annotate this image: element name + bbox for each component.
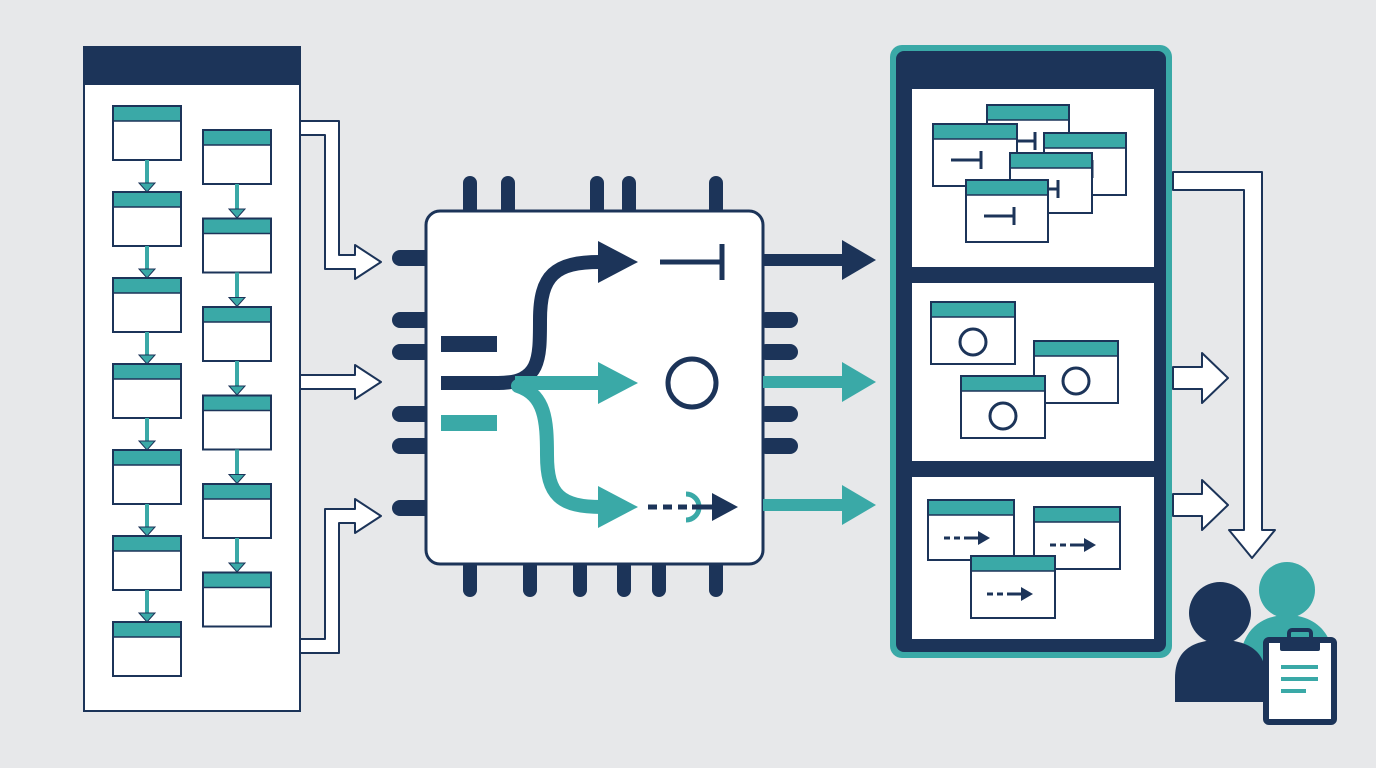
chip-pin xyxy=(617,559,631,597)
chip-pin xyxy=(590,176,604,216)
flow-arrow xyxy=(227,272,247,308)
hollow-arrow-bottom xyxy=(299,498,382,654)
flow-card xyxy=(112,449,182,505)
chip-pin xyxy=(709,559,723,597)
input-to-chip-arrows xyxy=(299,120,382,654)
flow-card xyxy=(112,277,182,333)
flow-arrow xyxy=(137,504,157,537)
chip-pin xyxy=(501,176,515,216)
output-arrow-top xyxy=(763,240,876,280)
flow-arrow xyxy=(137,246,157,279)
chip-pin xyxy=(709,176,723,216)
chip-pin xyxy=(573,559,587,597)
output-panel xyxy=(890,45,1172,658)
hollow-arrow-circle-group xyxy=(1172,352,1229,404)
flow-arrow xyxy=(227,538,247,573)
input-panel xyxy=(83,46,301,712)
dashed-arrow-icon xyxy=(648,491,738,523)
flow-card xyxy=(112,535,182,591)
result-card-circle xyxy=(1033,340,1119,404)
chip-branch-middle-arrowhead xyxy=(598,362,638,404)
chip-pin xyxy=(463,559,477,597)
chip-pin xyxy=(758,406,798,422)
flow-arrow xyxy=(137,418,157,451)
hollow-arrow-middle xyxy=(299,364,382,400)
chip-pin xyxy=(392,406,432,422)
router-chip xyxy=(392,176,798,597)
flow-card xyxy=(112,621,182,677)
hollow-arrow-dashed-group xyxy=(1172,479,1229,531)
chip-pin xyxy=(392,438,432,454)
flow-card xyxy=(202,306,272,362)
output-arrow-middle xyxy=(763,362,876,402)
output-cards xyxy=(927,104,1127,619)
chip-pin xyxy=(463,176,477,216)
flow-arrow xyxy=(227,449,247,485)
chip-branch-top-arrowhead xyxy=(598,241,638,283)
circle-icon xyxy=(665,356,719,410)
chip-pin xyxy=(392,312,432,328)
chip-pin xyxy=(392,500,432,516)
chip-pin xyxy=(622,176,636,216)
output-arrow-bottom xyxy=(763,485,876,525)
chip-pins xyxy=(392,176,798,597)
result-card-dashed xyxy=(927,499,1015,561)
input-right-column xyxy=(202,129,272,628)
flow-card xyxy=(202,571,272,628)
input-left-column xyxy=(112,105,182,677)
flow-card xyxy=(112,191,182,247)
chip-pin xyxy=(392,250,432,266)
result-card-stop xyxy=(965,179,1049,243)
result-card-dashed xyxy=(970,555,1056,619)
clipboard-icon xyxy=(1263,628,1337,725)
result-card-circle xyxy=(930,301,1016,365)
flow-card xyxy=(202,394,272,451)
flow-arrow xyxy=(137,332,157,365)
hollow-arrow-top xyxy=(299,120,382,280)
chip-pin xyxy=(392,344,432,360)
chip-branch-bottom-arrowhead xyxy=(598,486,638,528)
output-to-reviewer-arrows xyxy=(1172,171,1276,559)
flow-arrow xyxy=(227,361,247,396)
chip-pin xyxy=(523,559,537,597)
flow-card xyxy=(112,363,182,419)
flow-card xyxy=(202,483,272,539)
chip-pin xyxy=(652,559,666,597)
flow-arrow xyxy=(137,160,157,193)
flow-arrow xyxy=(137,590,157,623)
chip-to-output-arrows xyxy=(763,240,876,525)
flow-card xyxy=(202,129,272,185)
input-panel-header xyxy=(84,47,300,85)
flow-arrow xyxy=(227,184,247,219)
chip-input-bar-navy xyxy=(441,336,497,352)
chip-pin xyxy=(758,438,798,454)
chip-branch-bottom xyxy=(511,379,609,514)
hollow-arrow-long xyxy=(1172,171,1276,559)
stop-bar-icon xyxy=(660,244,725,280)
flow-card xyxy=(112,105,182,161)
chip-input-bar-teal xyxy=(441,415,497,431)
flow-card xyxy=(202,217,272,274)
result-card-stop xyxy=(932,123,1018,187)
chip-pin xyxy=(758,344,798,360)
chip-pin xyxy=(758,312,798,328)
result-card-circle xyxy=(960,375,1046,439)
